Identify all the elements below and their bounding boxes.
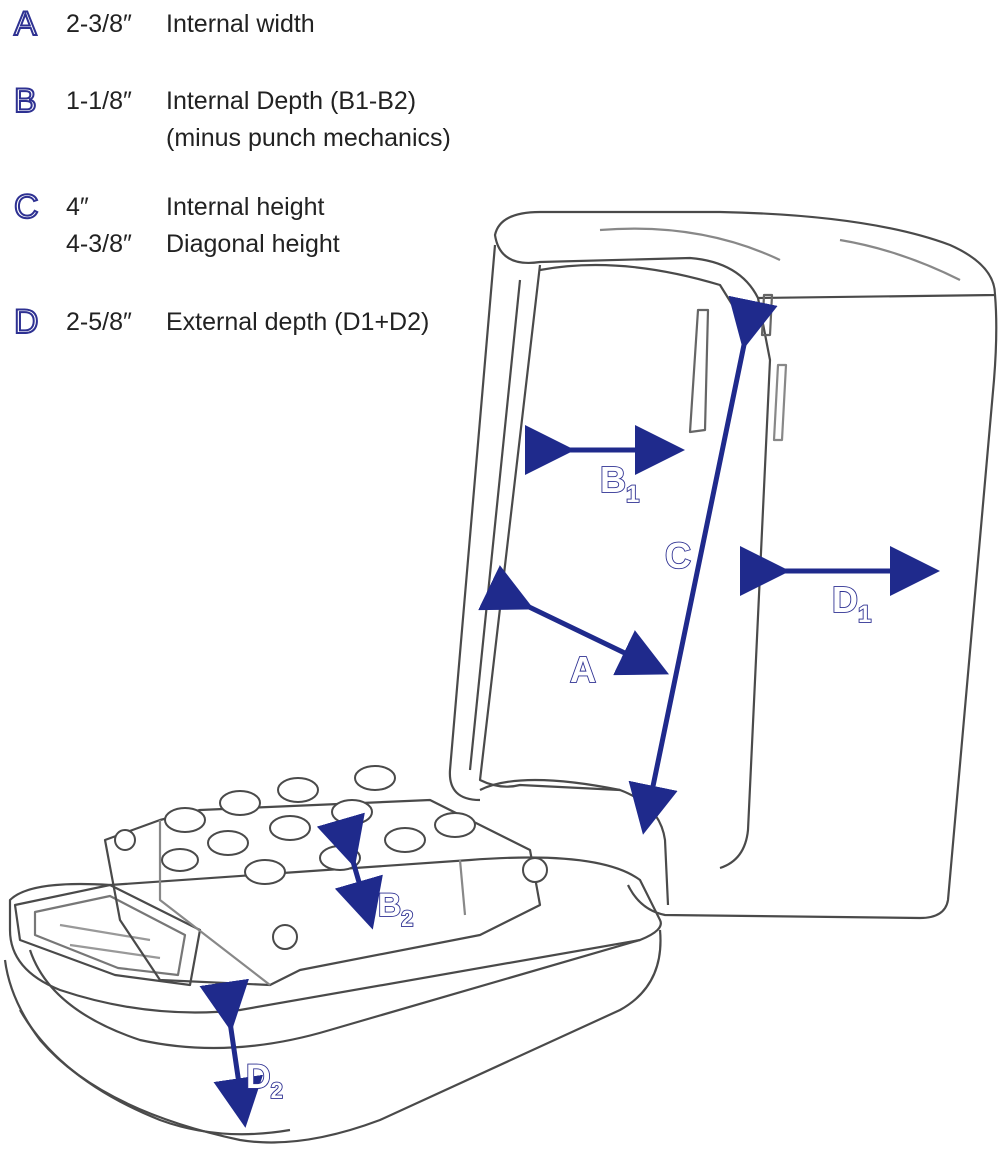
legend-description-line2: Diagonal height	[166, 230, 340, 258]
label-d2: D2	[246, 1058, 283, 1103]
legend-description: Internal width	[166, 10, 315, 38]
keypad-buttons	[114, 765, 548, 950]
dimension-legend: A 2-3/8″ Internal width B 1-1/8″ Interna…	[0, 0, 560, 340]
legend-size: 4″	[66, 193, 89, 221]
legend-letter: B	[13, 82, 38, 120]
arrow-a	[478, 565, 670, 676]
measurement-arrows	[199, 295, 940, 1128]
legend-letter: D	[13, 303, 40, 341]
label-a: A	[570, 649, 596, 690]
legend-size-line2: 4-3/8″	[66, 230, 132, 258]
base-outline	[3, 798, 662, 1144]
legend-size: 2-3/8″	[66, 10, 132, 38]
label-b2: B2	[378, 887, 413, 931]
legend-letter: C	[13, 188, 40, 226]
legend-description: External depth (D1+D2)	[166, 308, 430, 336]
arrow-c	[628, 295, 778, 835]
label-b1: B1	[600, 459, 639, 508]
label-c: C	[665, 535, 691, 576]
label-d1: D1	[832, 579, 871, 628]
dimension-labels: B1 C D1 A B2 D2	[245, 458, 872, 1104]
legend-description: Internal Depth (B1-B2)	[166, 87, 417, 115]
arrow-d2	[199, 978, 263, 1128]
legend-letter: A	[13, 5, 38, 43]
legend-size: 2-5/8″	[66, 308, 132, 336]
legend-description: Internal height	[166, 193, 325, 221]
legend-description-line2: (minus punch mechanics)	[166, 124, 451, 152]
arrow-b2	[316, 812, 383, 930]
legend-size: 1-1/8″	[66, 87, 132, 115]
